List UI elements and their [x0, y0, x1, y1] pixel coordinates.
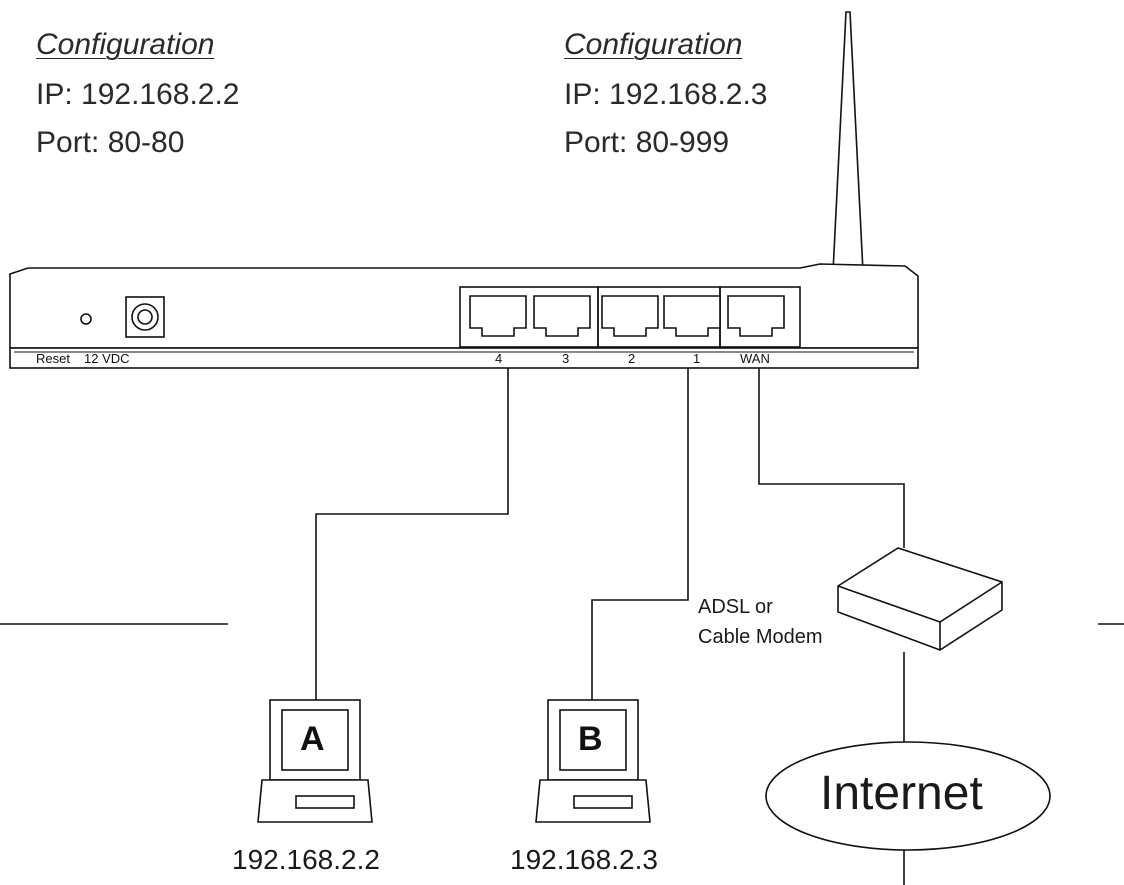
cable-port1-to-pc-b: [591, 368, 689, 700]
cable-port4-to-pc-a: [315, 368, 509, 700]
pc-a-letter: A: [300, 720, 325, 758]
port-wan-label: WAN: [740, 351, 770, 366]
computer-icon: [257, 699, 373, 823]
port-2-label: 2: [628, 351, 636, 366]
reset-label: Reset: [36, 351, 70, 366]
config-b-ip: IP: 192.168.2.3: [564, 78, 768, 111]
reset-hole-icon: [80, 313, 92, 325]
power-jack-icon: [125, 296, 165, 338]
pc-a-ip: 192.168.2.2: [232, 844, 380, 875]
cable-wan-to-modem: [758, 368, 905, 548]
config-a-title: Configuration: [36, 28, 215, 61]
rj45-port-icon: [663, 295, 721, 337]
computer-icon: [535, 699, 651, 823]
port-3-label: 3: [562, 351, 570, 366]
modem-label-line1: ADSL or: [698, 596, 773, 618]
config-b-title: Configuration: [564, 28, 743, 61]
power-label: 12 VDC: [84, 351, 130, 366]
config-a-ip: IP: 192.168.2.2: [36, 78, 240, 111]
config-a-port: Port: 80-80: [36, 126, 185, 159]
rj45-port-icon: [727, 295, 785, 337]
rj45-port-icon: [469, 295, 527, 337]
config-b-port: Port: 80-999: [564, 126, 730, 159]
pc-b-ip: 192.168.2.3: [510, 844, 658, 875]
internet-label: Internet: [820, 767, 983, 820]
modem-label-line2: Cable Modem: [698, 626, 823, 648]
port-4-label: 4: [495, 351, 503, 366]
rj45-port-icon: [601, 295, 659, 337]
pc-b-letter: B: [578, 720, 603, 758]
internet-cloud-icon: [765, 741, 1051, 851]
port-1-label: 1: [693, 351, 701, 366]
modem-icon: [837, 547, 1003, 651]
rj45-port-icon: [533, 295, 591, 337]
